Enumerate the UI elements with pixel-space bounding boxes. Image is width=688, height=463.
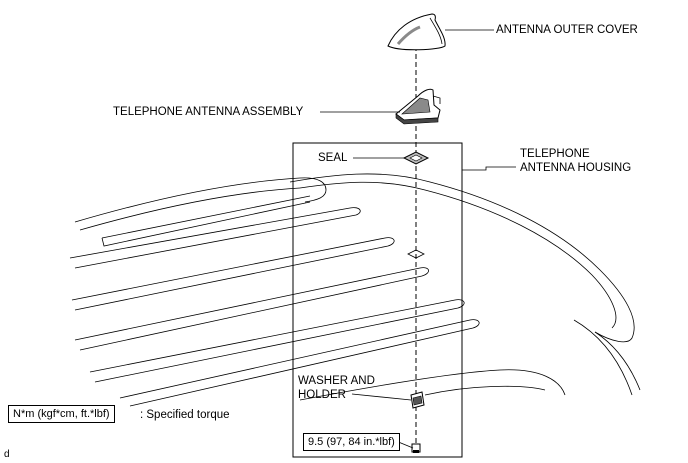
antenna-outer-cover-label: ANTENNA OUTER COVER — [496, 24, 638, 36]
telephone-antenna-assembly-label: TELEPHONE ANTENNA ASSEMBLY — [113, 106, 304, 118]
seal-part — [402, 151, 430, 165]
nut-part — [411, 443, 421, 453]
torque-legend-box: N*m (kgf*cm, ft.*lbf) — [8, 405, 115, 423]
housing-label-line2: ANTENNA HOUSING — [520, 162, 632, 174]
washer-holder-label-line2: HOLDER — [298, 389, 346, 401]
seal-label: SEAL — [318, 152, 348, 164]
telephone-antenna-housing-box — [292, 142, 463, 458]
corner-mark: d — [4, 449, 10, 460]
torque-legend-unit: N*m (kgf*cm, ft.*lbf) — [13, 408, 110, 420]
torque-value-text: 9.5 (97, 84 in.*lbf) — [308, 436, 395, 448]
vehicle-roof-outline — [69, 173, 641, 407]
washer-and-holder-part — [410, 391, 425, 409]
housing-label-line1: TELEPHONE — [520, 148, 590, 160]
torque-value-box: 9.5 (97, 84 in.*lbf) — [303, 433, 400, 451]
torque-legend-meaning: : Specified torque — [140, 409, 230, 421]
antenna-outer-cover-part — [387, 13, 446, 51]
washer-holder-label-line1: WASHER AND — [298, 375, 375, 387]
telephone-antenna-assembly-part — [395, 88, 441, 125]
